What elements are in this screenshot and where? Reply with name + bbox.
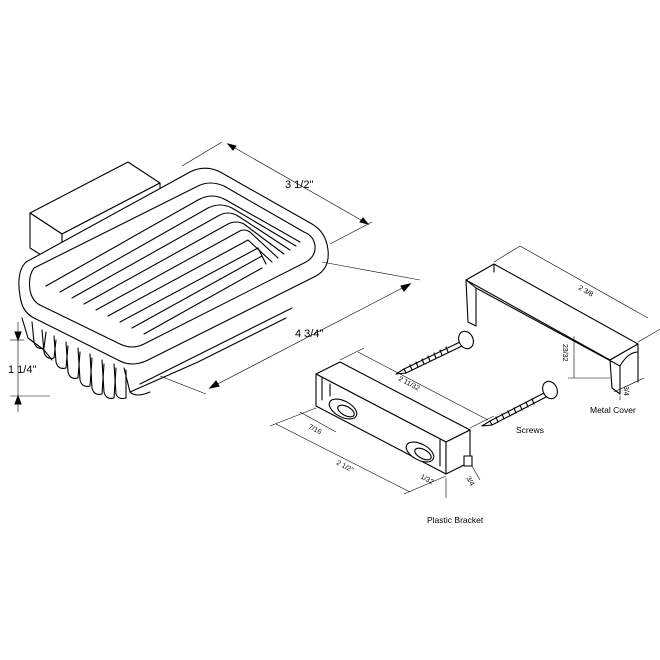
bracket-length-label: 2 11/32 [397, 376, 421, 393]
bracket-hole-span-label: 2 1/2" [335, 460, 355, 475]
basket-inner-wires [45, 195, 301, 335]
wire-basket [21, 307, 293, 400]
bracket-offset-dimension: 7/16 [299, 411, 337, 437]
bracket-slot-right [405, 441, 435, 463]
soap-basket [18, 161, 329, 400]
screw-lower [481, 380, 558, 427]
basket-height-dimension: 1 1/4" [8, 322, 50, 412]
plastic-bracket [315, 361, 473, 475]
basket-length-dimension: 4 3/4" [159, 261, 421, 395]
basket-length-label: 4 3/4" [295, 328, 323, 340]
basket-width-dimension: 3 1/2" [181, 141, 373, 245]
bracket-depth-label: 3/4 [464, 476, 475, 488]
metal-cover [465, 263, 639, 395]
bracket-depth-dimension: 3/4 [464, 465, 481, 488]
cover-depth-dimension: 3/4 [613, 377, 645, 400]
basket-width-label: 3 1/2" [285, 179, 313, 191]
screw-upper [395, 330, 474, 375]
cover-length-label: 2 3/8 [577, 285, 594, 299]
screws-label: Screws [516, 425, 544, 435]
metal-cover-label: Metal Cover [590, 405, 636, 415]
cover-height-dimension: 23/32 [561, 336, 610, 379]
cover-depth-label: 3/4 [622, 386, 629, 396]
bracket-slot-left [328, 398, 358, 420]
bracket-offset-label: 7/16 [307, 424, 322, 437]
basket-height-label: 1 1/4" [8, 364, 36, 376]
cover-height-label: 23/32 [561, 344, 568, 362]
plastic-bracket-label: Plastic Bracket [427, 515, 484, 525]
